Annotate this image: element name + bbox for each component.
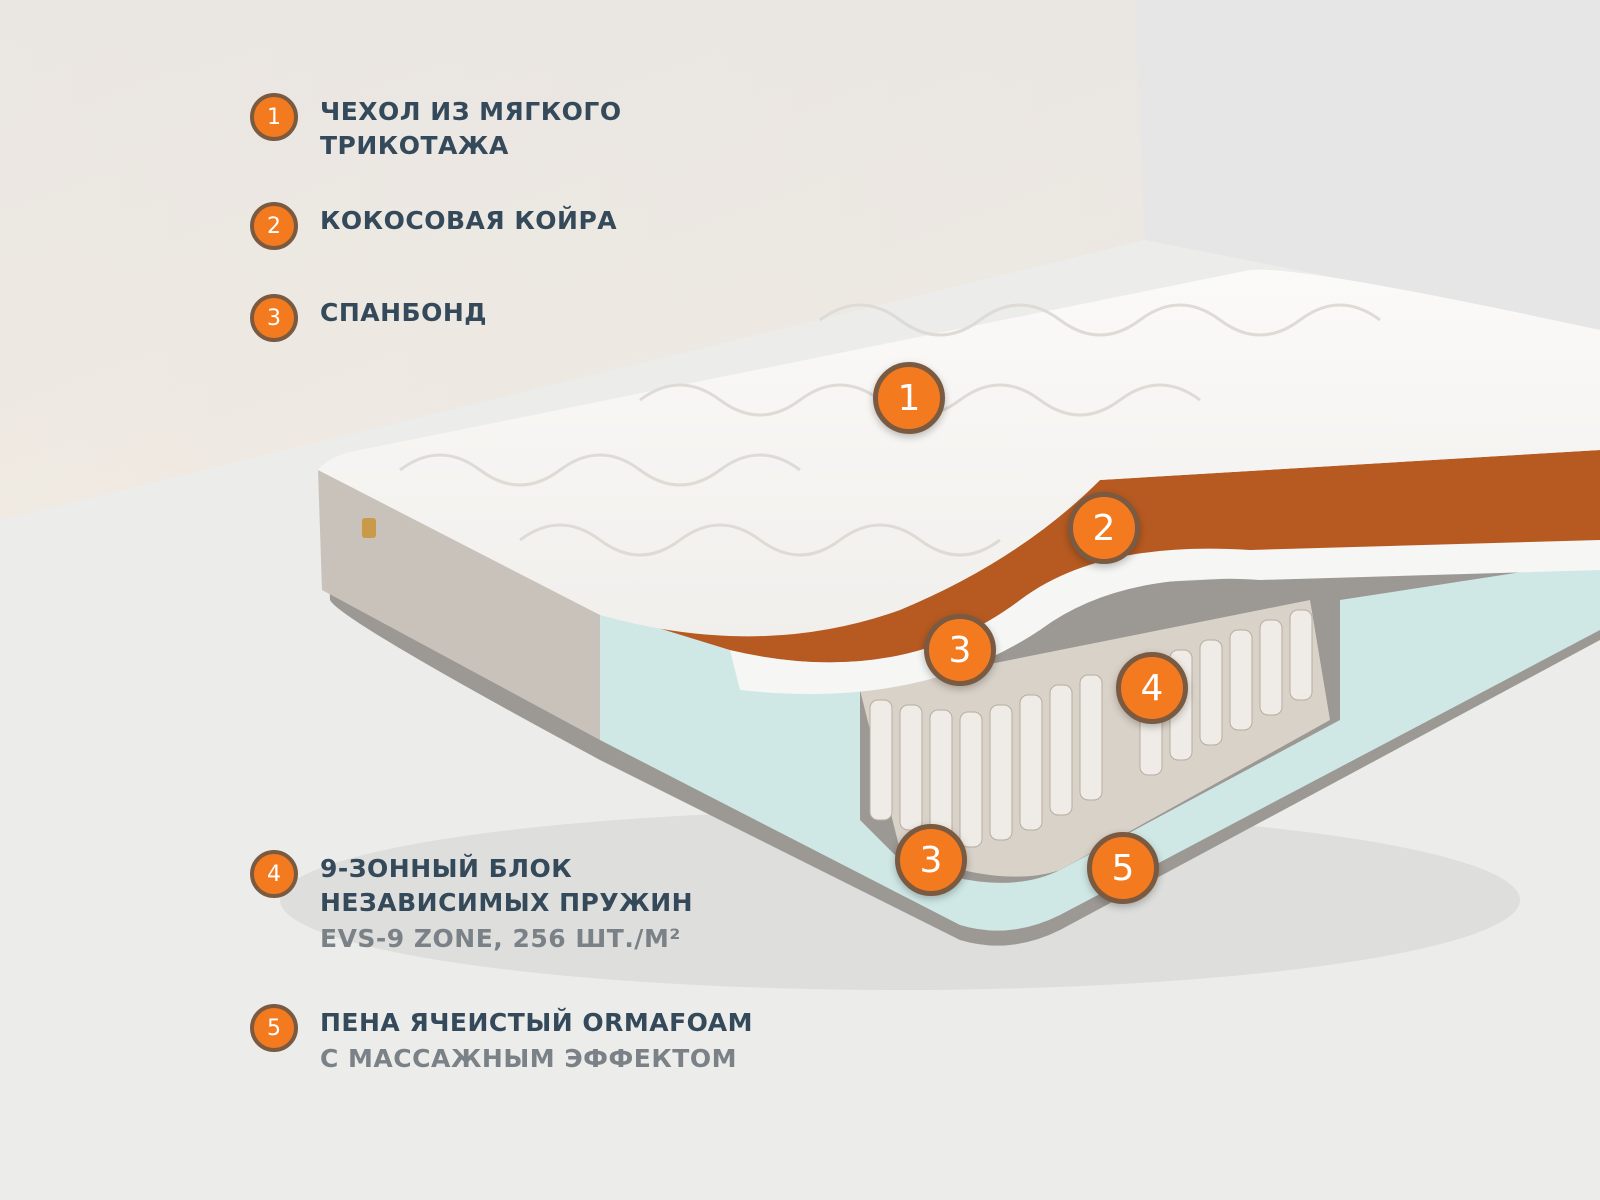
legend-item-2: 2 КОКОСОВАЯ КОЙРА <box>250 202 617 250</box>
legend-item-1: 1 ЧЕХОЛ ИЗ МЯГКОГО ТРИКОТАЖА <box>250 93 622 163</box>
legend-item-4: 4 9-ЗОННЫЙ БЛОК НЕЗАВИСИМЫХ ПРУЖИН EVS-9… <box>250 850 693 958</box>
marker-foam: 5 <box>1087 832 1159 904</box>
legend-item-3: 3 СПАНБОНД <box>250 294 487 342</box>
marker-coir: 2 <box>1068 492 1140 564</box>
marker-cover: 1 <box>873 362 945 434</box>
legend-title: 9-ЗОННЫЙ БЛОК НЕЗАВИСИМЫХ ПРУЖИН <box>320 854 694 917</box>
legend-subtitle: EVS-9 ZONE, 256 ШТ./М² <box>320 924 681 953</box>
legend-badge: 5 <box>250 1004 298 1052</box>
legend-subtitle: С МАССАЖНЫМ ЭФФЕКТОМ <box>320 1044 737 1073</box>
legend-title: ПЕНА ЯЧЕИСТЫЙ ORMAFOAM <box>320 1008 753 1037</box>
legend-title: ЧЕХОЛ ИЗ МЯГКОГО ТРИКОТАЖА <box>320 97 622 160</box>
legend-badge: 4 <box>250 850 298 898</box>
marker-spunbond-bottom: 3 <box>895 824 967 896</box>
legend-title: КОКОСОВАЯ КОЙРА <box>320 206 618 235</box>
marker-spunbond-top: 3 <box>924 614 996 686</box>
marker-springs: 4 <box>1116 652 1188 724</box>
legend-badge: 1 <box>250 93 298 141</box>
legend-item-5: 5 ПЕНА ЯЧЕИСТЫЙ ORMAFOAM С МАССАЖНЫМ ЭФФ… <box>250 1004 753 1078</box>
legend-title: СПАНБОНД <box>320 298 488 327</box>
mattress-tag <box>362 518 376 538</box>
legend-badge: 2 <box>250 202 298 250</box>
legend-badge: 3 <box>250 294 298 342</box>
